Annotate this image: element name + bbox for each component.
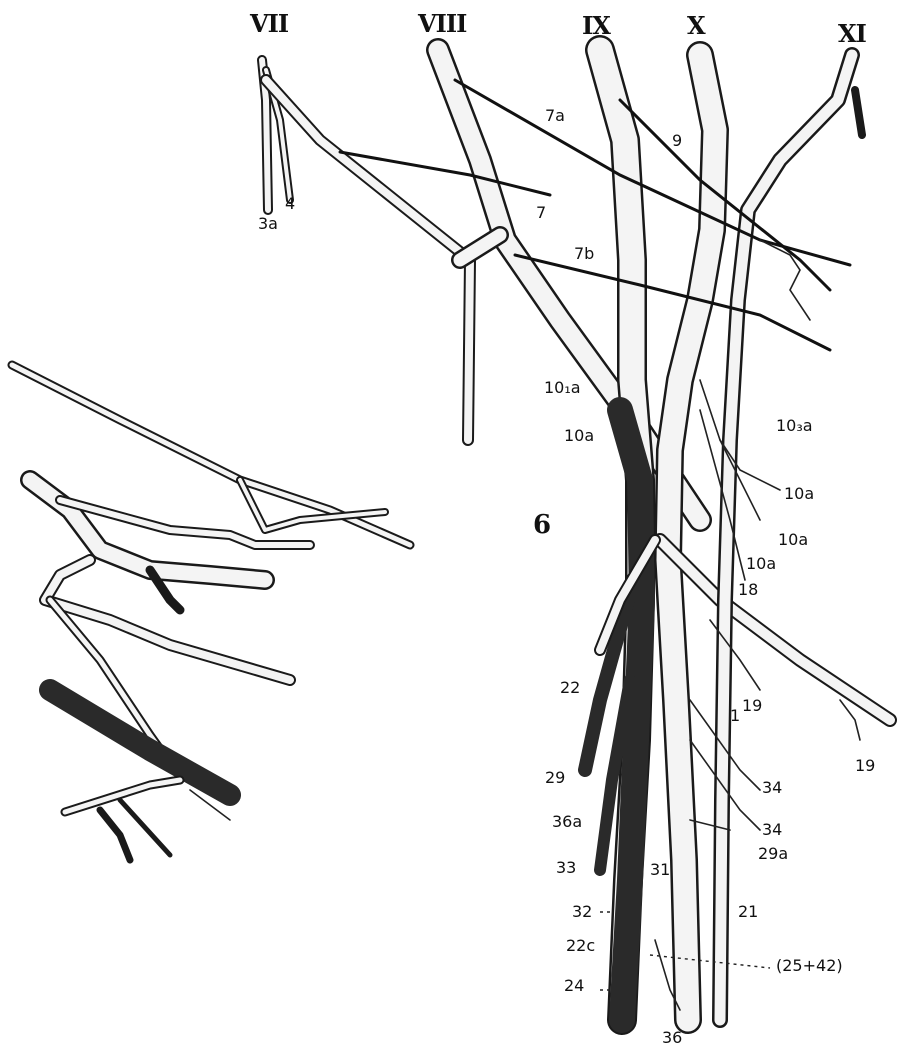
- label-32: 32: [572, 902, 593, 921]
- label-31: 31: [650, 860, 671, 879]
- label-33: 33: [556, 858, 577, 877]
- label-4: 4: [285, 194, 296, 213]
- label-24: 24: [564, 976, 585, 995]
- label-22: 22: [560, 678, 581, 697]
- label-19-right: 19: [855, 756, 876, 775]
- nerve-x: [594, 41, 897, 1034]
- left-nerve-figure: [7, 360, 415, 864]
- label-10-3a: 10₃a: [776, 416, 813, 435]
- label-21: 21: [738, 902, 759, 921]
- label-34-b: 34: [762, 820, 783, 839]
- label-18: 18: [738, 580, 759, 599]
- label-29a: 29a: [758, 844, 789, 863]
- label-10a-right-3: 10a: [746, 554, 777, 573]
- label-7: 7: [536, 203, 547, 222]
- label-3a: 3a: [258, 214, 278, 233]
- label-cranial-nerve-ix: IX: [582, 11, 611, 40]
- label-cranial-nerve-x: X: [687, 11, 706, 40]
- label-22c: 22c: [566, 936, 596, 955]
- nerve-xi: [712, 47, 866, 1028]
- label-cranial-nerve-viii: VIII: [418, 9, 467, 38]
- nerve-vii: [257, 55, 476, 446]
- label-29: 29: [545, 768, 566, 787]
- label-36a: 36a: [552, 812, 583, 831]
- label-1: 1: [730, 706, 741, 725]
- label-34-a: 34: [762, 778, 783, 797]
- label-cranial-nerve-vii: VII: [250, 9, 289, 38]
- label-10a-right-2: 10a: [778, 530, 809, 549]
- label-9: 9: [672, 131, 683, 150]
- label-10-1a: 10₁a: [544, 378, 581, 397]
- label-10a-left: 10a: [564, 426, 595, 445]
- figure-number: 6: [533, 510, 552, 540]
- label-cranial-nerve-xi: XI: [838, 19, 867, 48]
- label-19-mid: 19: [742, 696, 763, 715]
- main-nerve-figure: [257, 35, 897, 1035]
- nerve-ix: [578, 35, 655, 1035]
- label-36: 36: [662, 1028, 683, 1047]
- connecting-fibres: [338, 78, 861, 1011]
- label-25-plus-42: (25+42): [776, 956, 843, 975]
- label-7a: 7a: [545, 106, 565, 125]
- label-10a-right-1: 10a: [784, 484, 815, 503]
- label-7b: 7b: [574, 244, 595, 263]
